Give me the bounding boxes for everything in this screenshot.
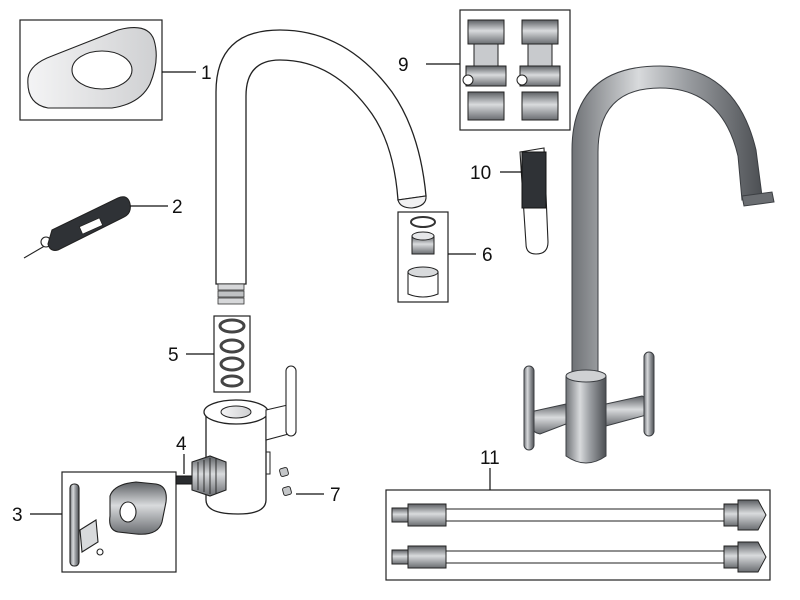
- aerator-housing-icon: [407, 271, 439, 298]
- hose-1-icon: [391, 499, 767, 531]
- assembled-tap: [523, 65, 775, 464]
- hose-2-icon: [391, 541, 767, 573]
- callout-2: 2: [172, 197, 183, 218]
- assembled-body-top-icon: [565, 369, 607, 383]
- assembled-outlet-icon: [741, 191, 775, 207]
- o-ring-4-icon: [220, 374, 244, 388]
- lever-sleeve-hole-icon: [119, 501, 137, 523]
- part-9-isolation-valves: 9: [398, 9, 571, 131]
- aerator-housing-top-icon: [407, 266, 439, 278]
- callout-7: 7: [330, 485, 341, 506]
- callout-11: 11: [480, 448, 500, 469]
- assembled-body-icon: [565, 375, 607, 464]
- body-bore-icon: [220, 405, 252, 419]
- assembled-spout-icon: [571, 65, 763, 381]
- body-lever-icon: [285, 365, 297, 437]
- isolation-valve-2-icon: [516, 19, 561, 121]
- o-ring-1-icon: [218, 318, 246, 334]
- callout-5: 5: [168, 345, 179, 366]
- part-10-sealant-tube: 10: [470, 147, 549, 255]
- callout-4: 4: [176, 434, 187, 455]
- base-plate-hole-icon: [71, 50, 133, 90]
- part-11-frame: [385, 489, 771, 581]
- isolation-valve-1-icon: [462, 19, 507, 121]
- o-ring-2-icon: [219, 338, 245, 354]
- part-5-o-rings: 5: [168, 315, 251, 393]
- part-1-base-plate: 1: [19, 19, 212, 121]
- assembled-left-boss-icon: [529, 403, 567, 435]
- callout-9: 9: [398, 55, 409, 76]
- grub-screw-1-icon: [279, 467, 289, 477]
- grub-screw-2-icon: [282, 486, 292, 496]
- callout-3: 3: [12, 505, 23, 526]
- spout-thread-icon: [217, 283, 245, 305]
- part-3-lever-kit: 3: [12, 471, 177, 573]
- tool-label-icon: [78, 217, 104, 235]
- lever-sleeve-icon: [109, 481, 167, 535]
- assembled-right-lever-icon: [643, 351, 655, 437]
- part-2-tool: 2: [23, 196, 183, 259]
- lever-hub-icon: [79, 519, 99, 553]
- callout-1: 1: [201, 63, 212, 84]
- aerator-washer-icon: [410, 216, 436, 228]
- lever-screw-icon: [96, 548, 104, 556]
- callout-6: 6: [482, 245, 493, 266]
- cartridge-body-icon: [191, 455, 227, 497]
- assembled-left-lever-icon: [523, 365, 535, 451]
- aerator-mesh-icon: [411, 231, 435, 241]
- body-port-icon: [266, 451, 271, 475]
- callout-10: 10: [470, 163, 491, 184]
- part-11-flexible-hoses: 11: [385, 448, 771, 581]
- cartridge-spindle-icon: [175, 475, 193, 485]
- part-7-grub-screws: 7: [279, 467, 341, 506]
- part-6-aerator-set: 6: [397, 211, 493, 303]
- spout-outlet-icon: [397, 195, 427, 209]
- spout-outline-icon: [215, 29, 427, 285]
- sealant-tube-label-icon: [521, 151, 547, 209]
- lever-rod-icon: [69, 483, 80, 567]
- o-ring-3-icon: [219, 356, 245, 372]
- cartridge-ridges-icon: [197, 458, 217, 494]
- part-4-cartridge: 4: [175, 434, 227, 497]
- spout-outline: [215, 29, 427, 305]
